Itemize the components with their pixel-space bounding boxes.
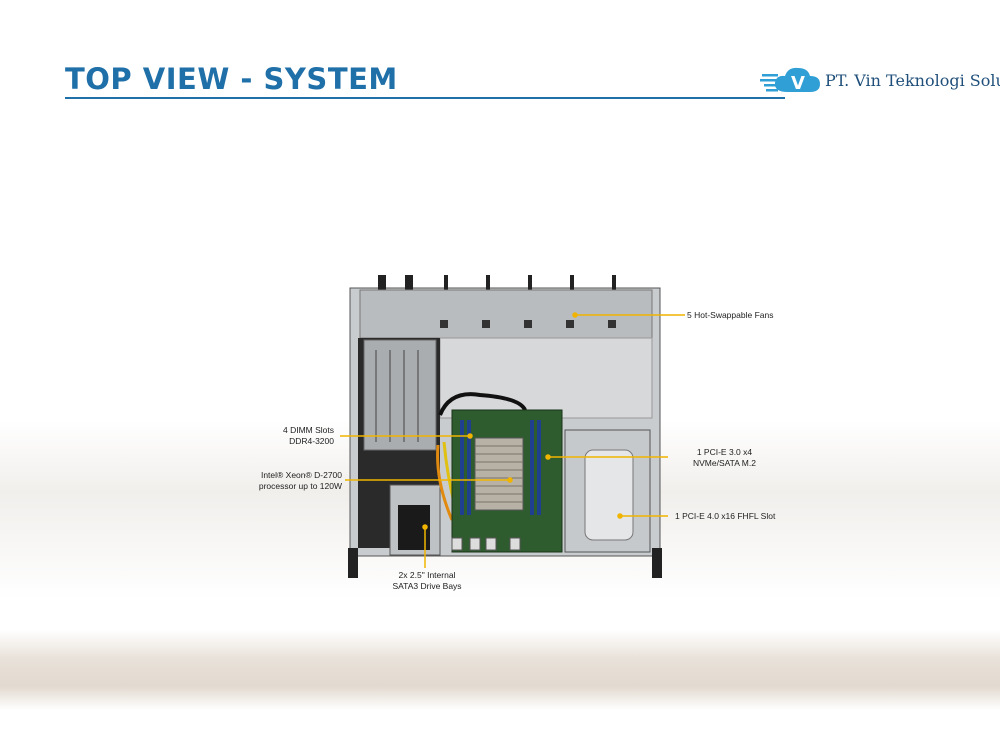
callout-m2: 1 PCI-E 3.0 x4 NVMe/SATA M.2 <box>693 447 756 468</box>
logo-letter: V <box>791 73 805 94</box>
company-name: PT. Vin Teknologi Solusi <box>825 71 1000 90</box>
callout-drive-bays: 2x 2.5" Internal SATA3 Drive Bays <box>392 570 462 591</box>
callout-cpu: Intel® Xeon® D-2700 processor up to 120W <box>258 470 342 491</box>
page-title: TOP VIEW - SYSTEM <box>65 62 398 96</box>
server-top-view-image <box>348 275 662 578</box>
callout-fans: 5 Hot-Swappable Fans <box>687 310 774 320</box>
background-band-bottom <box>0 630 1000 710</box>
callout-dimm: 4 DIMM Slots DDR4-3200 <box>282 425 334 446</box>
fan-handles <box>378 275 616 291</box>
callout-pcie-slot: 1 PCI-E 4.0 x16 FHFL Slot <box>675 511 776 521</box>
logo-cloud-icon <box>760 67 820 92</box>
title-underline <box>65 97 785 99</box>
company-logo: V <box>760 67 820 94</box>
